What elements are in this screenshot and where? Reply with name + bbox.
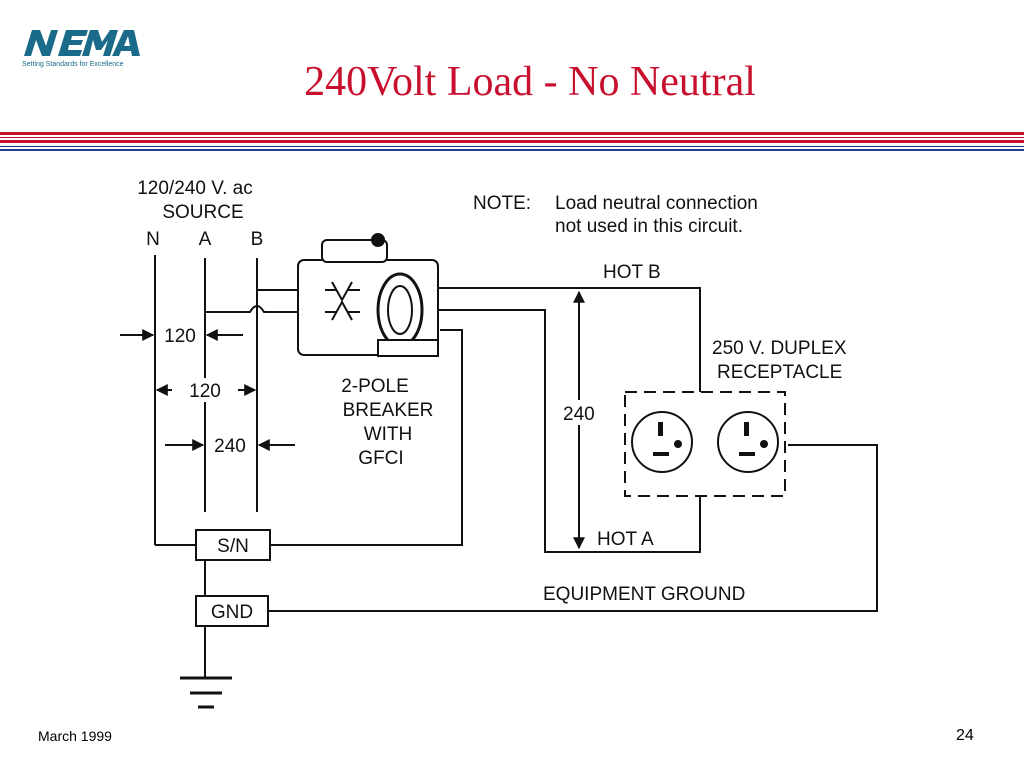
- receptacle-label-2: RECEPTACLE: [717, 362, 842, 383]
- feeder-a: [205, 305, 335, 313]
- logo-tagline: Setting Standards for Excellence: [22, 61, 124, 68]
- breaker-label-3: WITH: [364, 424, 413, 445]
- nema-logo: Setting Standards for Excellence: [20, 28, 150, 72]
- gnd-box-label: GND: [211, 602, 253, 623]
- source-voltage-label: 120/240 V. ac: [137, 178, 253, 199]
- breaker-label-1: 2-POLE: [341, 376, 409, 397]
- note-line-1: Load neutral connection: [555, 193, 758, 214]
- hot-a-conductor: [435, 309, 701, 553]
- receptacle-outlet-right: [717, 411, 779, 473]
- equipment-ground-label: EQUIPMENT GROUND: [543, 584, 745, 605]
- sn-box-label: S/N: [217, 536, 249, 557]
- hot-b-conductor: [435, 287, 701, 392]
- receptacle-label-1: 250 V. DUPLEX: [712, 338, 847, 359]
- voltage-span-label: 240: [563, 404, 595, 425]
- breaker-gfci: [297, 233, 439, 357]
- ground-symbol: [180, 676, 232, 709]
- breaker-label-2: BREAKER: [343, 400, 434, 421]
- sn-box: [195, 529, 271, 561]
- conductor-n-label: N: [146, 229, 160, 250]
- equipment-ground-conductor: [268, 444, 878, 612]
- hot-a-label: HOT A: [597, 529, 654, 550]
- gnd-box: [195, 595, 269, 627]
- dim-nb-label: 120: [189, 381, 221, 402]
- receptacle-outlet-left: [631, 411, 693, 473]
- note-line-2: not used in this circuit.: [555, 216, 743, 237]
- duplex-receptacle: [624, 391, 786, 497]
- gfci-neutral-pigtail: [270, 329, 463, 546]
- slide-number: 24: [956, 727, 974, 744]
- hot-b-label: HOT B: [603, 262, 661, 283]
- dim-na-label: 120: [164, 326, 196, 347]
- note-label: NOTE:: [473, 193, 531, 214]
- footer-date: March 1999: [38, 728, 112, 744]
- nema-logo-mark: [24, 30, 140, 56]
- source-label: SOURCE: [162, 202, 243, 223]
- slide-title: 240Volt Load - No Neutral: [304, 59, 756, 105]
- dim-ab-label: 240: [214, 436, 246, 457]
- title-divider: [0, 132, 1024, 151]
- conductor-a-label: A: [199, 229, 212, 250]
- breaker-label-4: GFCI: [358, 448, 403, 469]
- conductor-b-label: B: [251, 229, 264, 250]
